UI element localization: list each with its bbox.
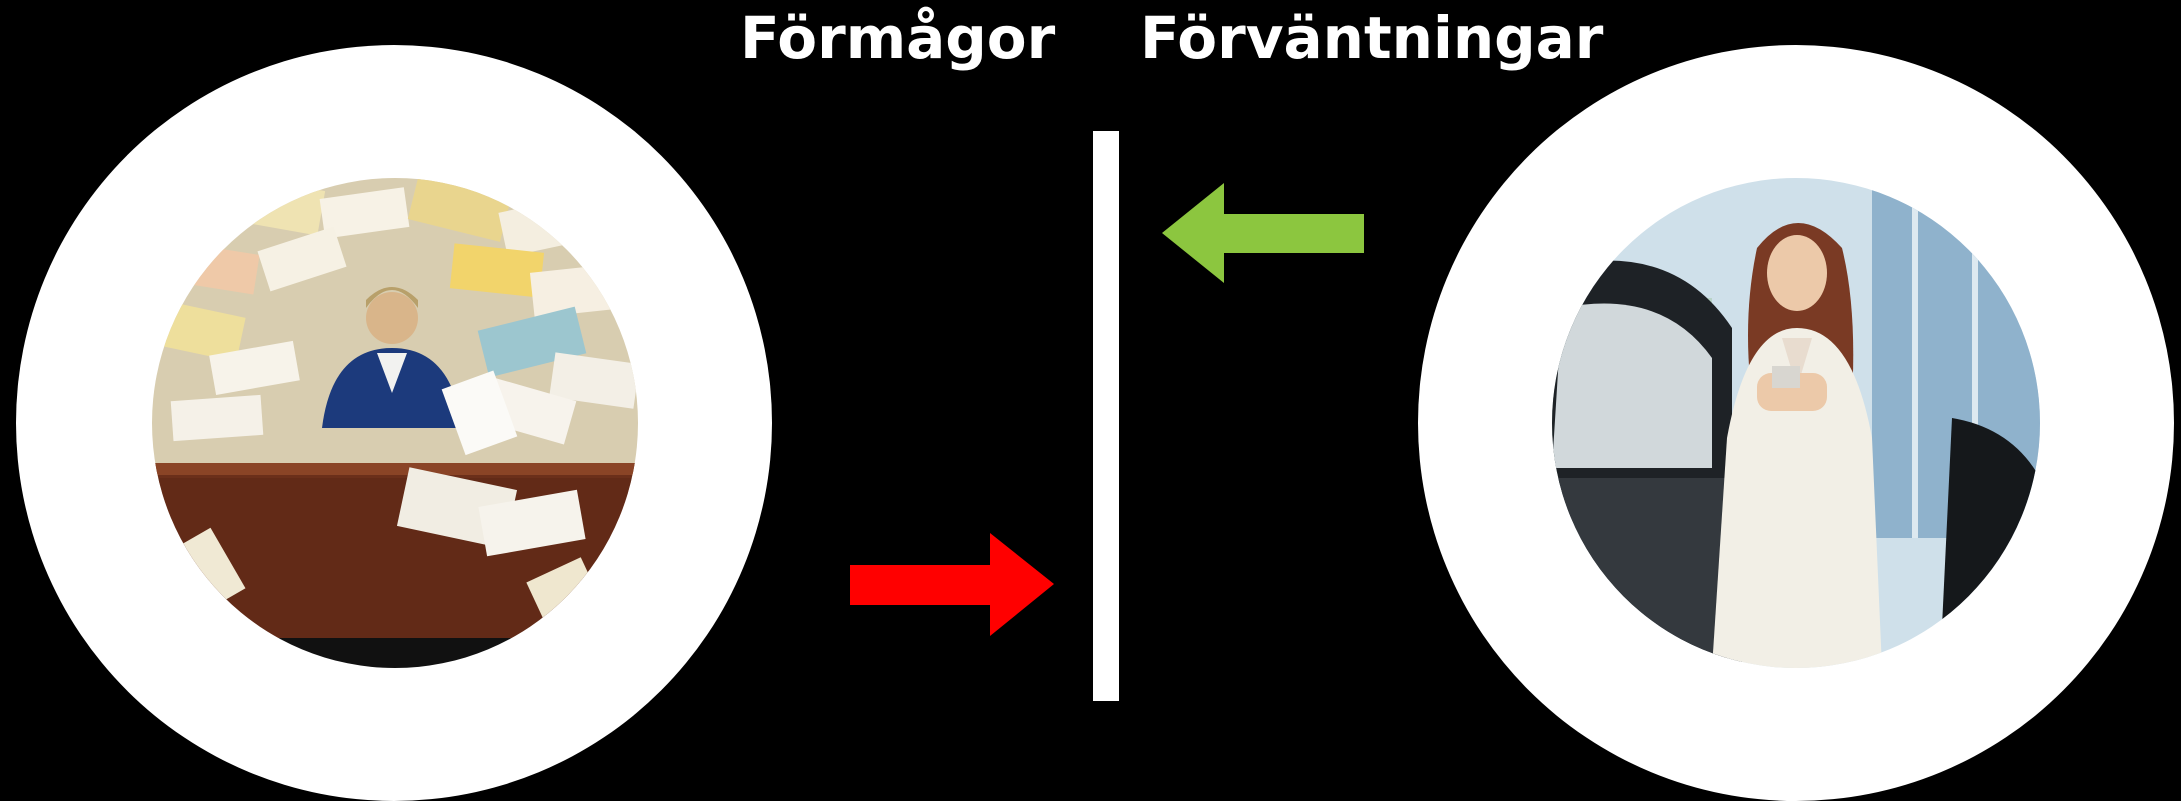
vertical-divider	[1093, 131, 1119, 701]
overwhelmed-office-worker-photo	[152, 178, 638, 668]
businesswoman-with-phone-photo	[1552, 178, 2040, 668]
arrow-left-icon	[1162, 183, 1364, 283]
heading-formagor: Förmågor	[740, 4, 1056, 72]
heading-forvantningar: Förväntningar	[1140, 4, 1604, 72]
arrow-right-icon	[850, 533, 1054, 636]
